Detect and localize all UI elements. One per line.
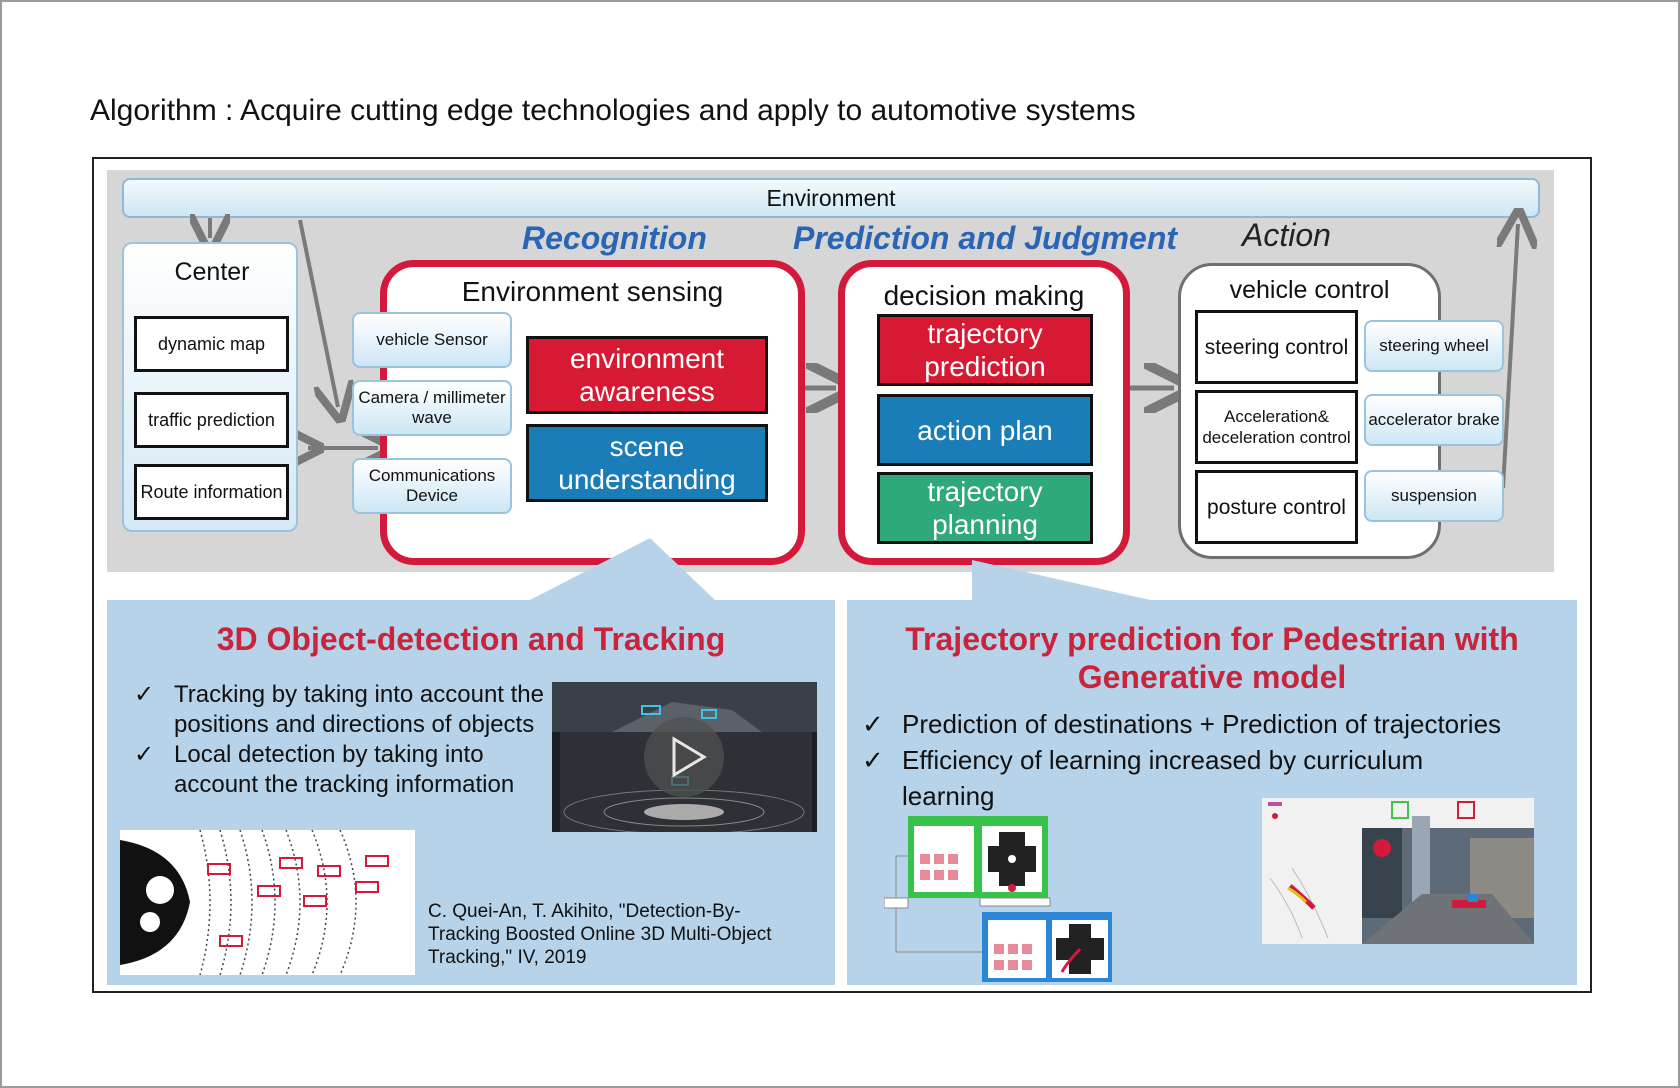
camera-millimeter-wave-box: Camera / millimeter wave bbox=[352, 380, 512, 436]
environment-sensing-title: Environment sensing bbox=[461, 276, 724, 307]
bullet-item: ✓ Efficiency of learning increased by cur… bbox=[862, 742, 1502, 814]
bullet-item: ✓ Tracking by taking into account the pos… bbox=[134, 680, 544, 740]
environment-bar: Environment bbox=[122, 178, 1540, 218]
lidar-bev-plot bbox=[120, 829, 415, 976]
page-title: Algorithm : Acquire cutting edge technol… bbox=[90, 94, 1136, 127]
trajectory-prediction-heading: Trajectory prediction for Pedestrian wit… bbox=[905, 621, 1519, 695]
bullet-text: Efficiency of learning increased by curr… bbox=[902, 745, 1424, 811]
accelerator-brake-box: accelerator brake bbox=[1364, 394, 1504, 446]
posture-control-box: posture control bbox=[1195, 470, 1358, 544]
route-information-box: Route information bbox=[134, 464, 289, 520]
vehicle-sensor-box: vehicle Sensor bbox=[352, 312, 512, 368]
generative-model-diagram bbox=[883, 812, 1114, 982]
bullet-text: Local detection by taking into account t… bbox=[174, 741, 515, 798]
trajectory-prediction-bullets: ✓ Prediction of destinations + Prediction… bbox=[862, 706, 1592, 814]
play-icon[interactable] bbox=[644, 717, 724, 797]
dynamic-map-box: dynamic map bbox=[134, 316, 289, 372]
stage-recognition: Recognition bbox=[522, 220, 707, 256]
action-plan-box: action plan bbox=[877, 394, 1093, 466]
steering-wheel-box: steering wheel bbox=[1364, 320, 1504, 372]
trajectory-planning-box: trajectory planning bbox=[877, 472, 1093, 544]
scene-understanding-box: scene understanding bbox=[526, 424, 768, 502]
center-panel: Center dynamic map traffic prediction Ro… bbox=[122, 242, 298, 532]
object-detection-heading: 3D Object-detection and Tracking bbox=[216, 621, 726, 657]
pedestrian-trajectory-figure bbox=[1262, 798, 1534, 944]
steering-control-box: steering control bbox=[1195, 310, 1358, 384]
check-icon: ✓ bbox=[134, 681, 155, 708]
pedestrian-trajectory-image bbox=[1262, 798, 1534, 944]
stage-prediction-judgment: Prediction and Judgment bbox=[793, 220, 1178, 256]
check-icon: ✓ bbox=[862, 745, 884, 775]
bullet-text: Prediction of destinations + Prediction … bbox=[902, 709, 1502, 739]
bullet-item: ✓ Prediction of destinations + Prediction… bbox=[862, 706, 1592, 742]
bullet-text: Tracking by taking into account the posi… bbox=[174, 681, 544, 738]
arrow-env-to-sensing bbox=[298, 219, 338, 407]
center-title: Center bbox=[174, 258, 250, 286]
communications-device-box: Communications Device bbox=[352, 458, 512, 514]
decision-making-title: decision making bbox=[883, 280, 1085, 311]
check-icon: ✓ bbox=[862, 709, 884, 739]
citation-text: C. Quei-An, T. Akihito, "Detection-By-Tr… bbox=[428, 901, 772, 968]
stage-action: Action bbox=[1242, 217, 1331, 253]
traffic-prediction-box: traffic prediction bbox=[134, 392, 289, 448]
generative-model-figure bbox=[883, 816, 1112, 982]
environment-awareness-box: environment awareness bbox=[526, 336, 768, 414]
object-detection-bullets: ✓ Tracking by taking into account the pos… bbox=[134, 680, 544, 800]
tracking-video[interactable] bbox=[552, 682, 817, 832]
vehicle-control-title: vehicle control bbox=[1229, 276, 1390, 304]
acceleration-deceleration-control-box: Acceleration& deceleration control bbox=[1195, 390, 1358, 464]
suspension-box: suspension bbox=[1364, 470, 1504, 522]
play-triangle bbox=[672, 736, 707, 778]
check-icon: ✓ bbox=[134, 741, 155, 768]
bullet-item: ✓ Local detection by taking into account … bbox=[134, 740, 544, 800]
lidar-bev-image bbox=[120, 829, 415, 976]
arrow-action-to-env bbox=[1503, 224, 1518, 489]
trajectory-prediction-box: trajectory prediction bbox=[877, 314, 1093, 386]
